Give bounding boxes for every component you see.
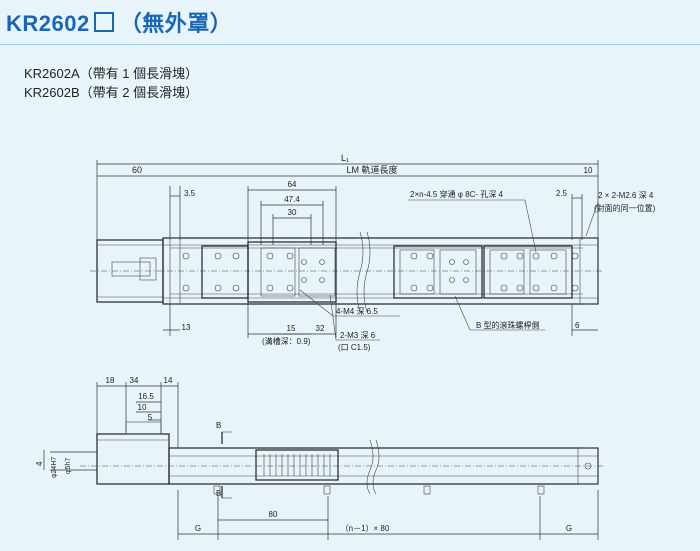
dim-18: 18 [106, 376, 115, 385]
dim-14: 14 [164, 376, 173, 385]
slider-block-b [393, 245, 483, 299]
dim-15: 15 [287, 324, 296, 333]
top-view: L₁ LM 軌道長度 60 10 3.5 64 47.4 30 [90, 153, 656, 352]
dim-2-5: 2.5 [556, 189, 568, 198]
side-view: 18 34 14 16.5 10 5 4 φ24H7 φ5h7 B B [35, 376, 604, 540]
slider-side [255, 449, 339, 481]
page-title: KR2602 （無外罩） [6, 6, 232, 38]
note-m2-6: 2 × 2-M2.6 深 4 [598, 191, 654, 200]
dim-34: 34 [130, 376, 139, 385]
slider-table [247, 241, 337, 303]
dim-16-5: 16.5 [138, 392, 154, 401]
dim-phi5h7: φ5h7 [65, 458, 72, 474]
variant-b: KR2602B（帶有 2 個長滑塊） [24, 85, 199, 100]
dim-phi24h7: φ24H7 [51, 457, 58, 478]
dim-pitch: （n－1）× 80 [341, 524, 390, 533]
dim-l1: L₁ [341, 153, 349, 163]
model-suffix: （無外罩） [119, 11, 233, 36]
dim-6: 6 [575, 321, 580, 330]
note-m2-6-sub: (對面的同一位置) [594, 203, 656, 213]
dim-10-side: 10 [138, 403, 147, 412]
dim-47-4: 47.4 [284, 195, 300, 204]
dim-10: 10 [584, 166, 593, 175]
note-m3: 2-M3 深 6 [340, 331, 376, 340]
dim-13: 13 [182, 323, 191, 332]
model-box-symbol [93, 12, 114, 32]
dim-5-side: 5 [148, 413, 153, 422]
note-groove: (溝槽深：0.9) [262, 336, 311, 346]
dim-30: 30 [288, 208, 297, 217]
note-ballscrew-side: B 型的滾珠螺桿側 [476, 320, 540, 330]
note-m4: 4-M4 深 6.5 [336, 307, 378, 316]
model-number: KR2602 [6, 11, 90, 36]
section-b-bottom: B [216, 489, 221, 498]
variant-a: KR2602A（帶有 1 個長滑塊） [24, 66, 199, 81]
dim-64: 64 [288, 180, 297, 189]
dim-g-left: G [195, 524, 201, 533]
dim-4: 4 [35, 461, 44, 466]
dim-rail-length: LM 軌道長度 [346, 164, 397, 175]
dim-32: 32 [316, 324, 325, 333]
dim-60: 60 [132, 165, 142, 175]
motor-flange [96, 433, 170, 485]
note-m3-sub: (口 C1.5) [338, 343, 371, 352]
section-b-top: B [216, 421, 221, 430]
dim-3-5: 3.5 [184, 189, 196, 198]
ball-circuit [263, 454, 331, 476]
dim-g-right: G [566, 524, 572, 533]
note-through-holes: 2×n-4.5 穿通 φ 8C- 孔深 4 [410, 189, 504, 199]
dim-80: 80 [269, 510, 278, 519]
variant-list: KR2602A（帶有 1 個長滑塊） KR2602B（帶有 2 個長滑塊） [24, 64, 198, 102]
title-bar: KR2602 （無外罩） [0, 0, 700, 45]
